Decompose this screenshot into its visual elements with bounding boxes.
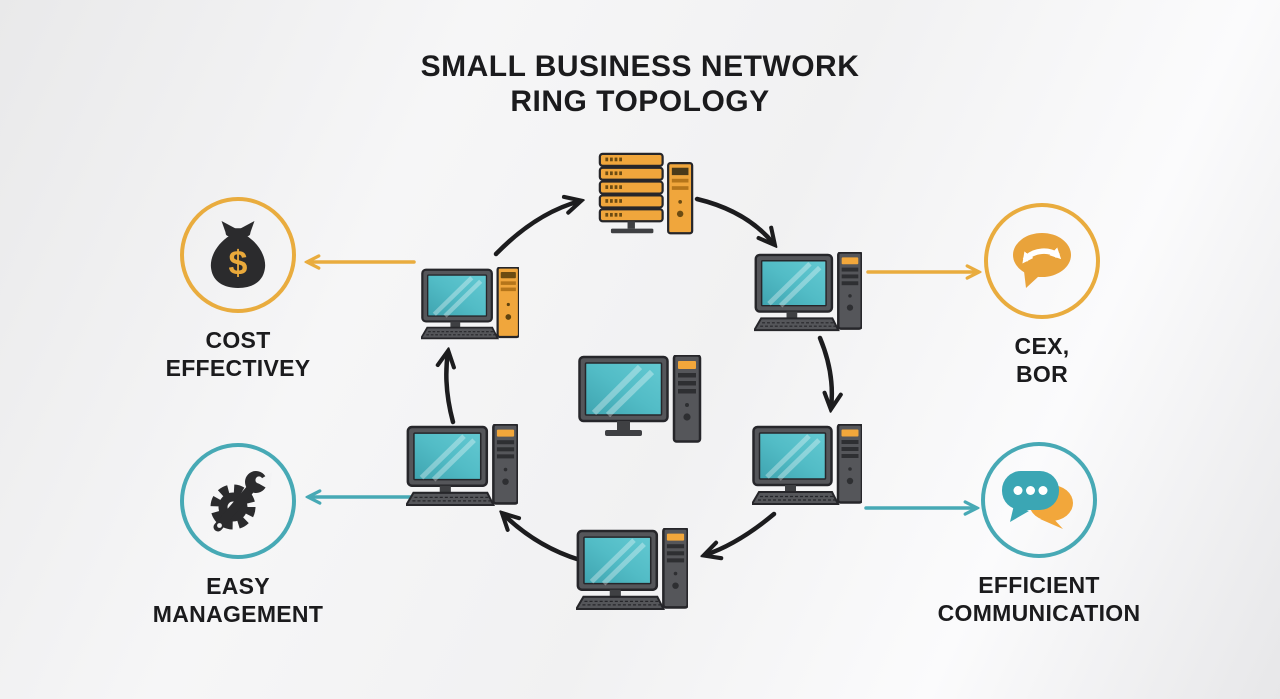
ring-arrow-server-to-upperright (694, 196, 774, 244)
workstation-bottom (576, 528, 688, 613)
page-title-line1: SMALL BUSINESS NETWORK (420, 50, 860, 83)
efficient-communication-circle (981, 442, 1097, 558)
cex-bor-label: CEX, BOR (1014, 333, 1070, 388)
server-node (598, 152, 694, 235)
ring-arrow-bottom-to-lowerleft (503, 514, 583, 563)
ring-arrow-lowerright-to-bottom (705, 511, 777, 555)
chat-sync-icon (1013, 233, 1071, 288)
cost-effective-circle: $ (180, 197, 296, 313)
chat-bubbles-icon (1002, 471, 1073, 529)
callout-cex-bor: CEX, BOR (942, 203, 1142, 388)
ring-arrow-lowerleft-to-upperleft (446, 352, 453, 425)
workstation-center (578, 355, 702, 447)
efficient-communication-label: EFFICIENT COMMUNICATION (937, 572, 1141, 627)
dollar-glyph: $ (229, 245, 248, 283)
workstation-lower-left (406, 424, 518, 509)
callout-cost-effective: $ COST EFFECTIVEY (138, 197, 338, 382)
page-title: SMALL BUSINESS NETWORK RING TOPOLOGY (0, 50, 1280, 119)
gear-wrench-icon (210, 471, 272, 532)
page-title-line2: RING TOPOLOGY (510, 84, 770, 118)
cex-bor-circle (984, 203, 1100, 319)
workstation-upper-right (754, 252, 862, 334)
workstation-lower-right (752, 424, 862, 508)
workstation-upper-left (421, 267, 519, 342)
ring-arrow-upperright-to-lowerright (817, 335, 832, 408)
easy-management-circle (180, 443, 296, 559)
callout-easy-management: EASY MANAGEMENT (138, 443, 338, 628)
callout-efficient-communication: EFFICIENT COMMUNICATION (934, 442, 1144, 627)
cost-effective-label: COST EFFECTIVEY (165, 327, 311, 382)
easy-management-label: EASY MANAGEMENT (152, 573, 324, 628)
money-bag-icon: $ (210, 221, 266, 288)
ring-arrow-upperleft-to-server (493, 201, 580, 257)
